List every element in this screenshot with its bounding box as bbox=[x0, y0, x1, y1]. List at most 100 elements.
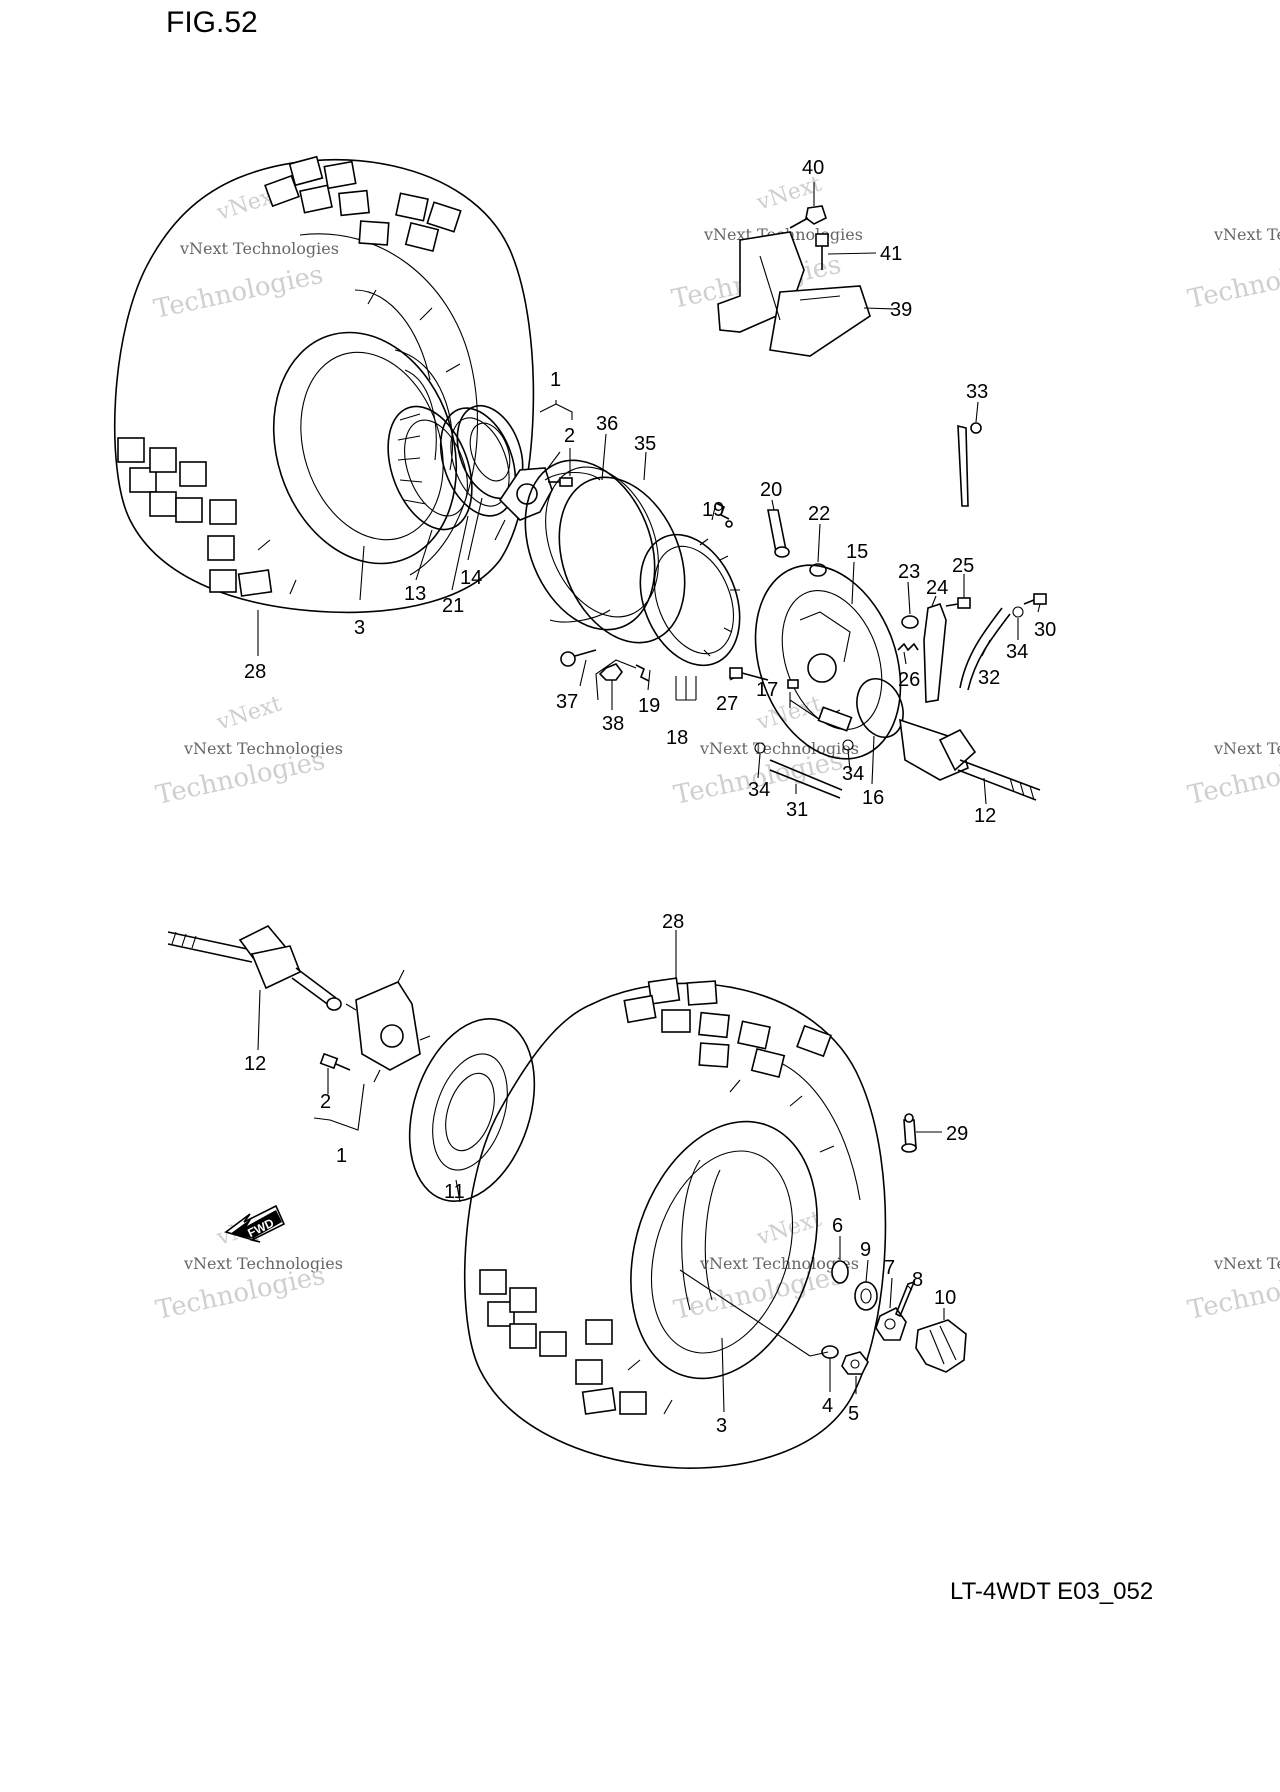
part-30-bolt bbox=[1023, 593, 1047, 605]
callout-9: 9 bbox=[860, 1239, 871, 1261]
callout-40: 40 bbox=[802, 157, 824, 179]
callout-28-upper: 28 bbox=[244, 661, 266, 683]
part-18-brake-shoes bbox=[639, 533, 741, 667]
callout-24: 24 bbox=[926, 577, 948, 599]
watermark-line2: vNext Technologies bbox=[183, 1254, 343, 1273]
watermark: vNext vNext Technologies Technologies bbox=[153, 692, 343, 811]
watermark-line3: Technologies bbox=[1185, 250, 1280, 315]
callout-25: 25 bbox=[952, 555, 974, 577]
callout-17: 17 bbox=[756, 679, 778, 701]
part-26-spring bbox=[897, 642, 919, 652]
callout-15: 15 bbox=[846, 541, 868, 563]
watermark-line2: vNext Technologies bbox=[1213, 739, 1280, 758]
part-23-washer bbox=[901, 615, 919, 629]
part-3-wheel-rim-upper bbox=[272, 331, 458, 565]
callout-41: 41 bbox=[880, 243, 902, 265]
callout-38: 38 bbox=[602, 713, 624, 735]
callout-2-lower: 2 bbox=[320, 1091, 331, 1113]
callout-35: 35 bbox=[634, 433, 656, 455]
callout-34-right: 34 bbox=[1006, 641, 1028, 663]
watermark-line2: vNext Technologies bbox=[699, 1254, 859, 1273]
watermark-line2: vNext Technologies bbox=[1213, 225, 1280, 244]
callout-6: 6 bbox=[832, 1215, 843, 1237]
watermark-line1: vNext bbox=[753, 1207, 825, 1252]
part-37-bolt bbox=[560, 649, 597, 667]
watermark-line2: vNext Technologies bbox=[183, 739, 343, 758]
part-6-washer bbox=[831, 1260, 849, 1284]
drawing-code: LT-4WDT E03_052 bbox=[950, 1578, 1154, 1605]
callout-34-mid: 34 bbox=[842, 763, 864, 785]
part-25-bolt bbox=[945, 597, 971, 609]
callout-3-upper: 3 bbox=[354, 617, 365, 639]
part-19-spring-lower bbox=[635, 664, 650, 682]
part-2-bolt-upper bbox=[548, 477, 573, 487]
callout-1-lower: 1 bbox=[336, 1145, 347, 1167]
part-5-nut bbox=[841, 1351, 869, 1375]
part-27-bolt bbox=[729, 667, 769, 681]
figure-title: FIG.52 bbox=[166, 6, 258, 39]
part-17-bolt bbox=[787, 679, 799, 689]
callout-22: 22 bbox=[808, 503, 830, 525]
part-1-hub-lower bbox=[345, 969, 431, 1083]
part-40-bolt bbox=[789, 205, 827, 229]
watermark-line2: vNext Technologies bbox=[1213, 1254, 1280, 1273]
callout-7: 7 bbox=[884, 1257, 895, 1279]
part-33-cable-tie bbox=[957, 422, 982, 507]
part-39-bracket bbox=[717, 231, 871, 357]
tread-blocks bbox=[117, 155, 462, 597]
watermark-line2: vNext Technologies bbox=[179, 239, 339, 258]
callout-13: 13 bbox=[404, 583, 426, 605]
part-21-seal bbox=[439, 407, 517, 517]
callout-33: 33 bbox=[966, 381, 988, 403]
part-12-shaft-upper bbox=[899, 718, 1041, 801]
part-2-bolt-lower bbox=[319, 1052, 351, 1071]
callout-16: 16 bbox=[862, 787, 884, 809]
part-16-seal bbox=[856, 678, 904, 738]
part-28-tire-lower bbox=[463, 977, 887, 1469]
callout-37: 37 bbox=[556, 691, 578, 713]
callout-2-upper: 2 bbox=[564, 425, 575, 447]
tread-blocks-lower bbox=[479, 977, 832, 1415]
callout-31: 31 bbox=[786, 799, 808, 821]
watermark-line1: vNext bbox=[213, 692, 285, 737]
callout-5: 5 bbox=[848, 1403, 859, 1425]
part-31-hose bbox=[769, 759, 843, 799]
callout-12-upper: 12 bbox=[974, 805, 996, 827]
part-9-washer bbox=[854, 1281, 878, 1311]
watermark-line2: vNext Technologies bbox=[699, 739, 859, 758]
callout-18: 18 bbox=[666, 727, 688, 749]
callout-14: 14 bbox=[460, 567, 482, 589]
part-1-hub-upper bbox=[494, 451, 561, 541]
part-28-tire-upper bbox=[113, 155, 535, 614]
part-4-washer bbox=[821, 1345, 839, 1359]
callout-3-lower: 3 bbox=[716, 1415, 727, 1437]
callout-4: 4 bbox=[822, 1395, 833, 1417]
part-24-brake-arm bbox=[923, 602, 947, 703]
part-34-clamp-left bbox=[754, 742, 766, 754]
callout-29: 29 bbox=[946, 1123, 968, 1145]
part-3-wheel-rim-lower bbox=[630, 1120, 818, 1380]
callout-32: 32 bbox=[978, 667, 1000, 689]
callout-8: 8 bbox=[912, 1269, 923, 1291]
part-41-bolt bbox=[815, 233, 829, 270]
callout-21: 21 bbox=[442, 595, 464, 617]
part-10-cap bbox=[915, 1319, 967, 1373]
watermark: vNext Technologies Technologies bbox=[1185, 739, 1280, 811]
callout-34-left: 34 bbox=[748, 779, 770, 801]
callout-27: 27 bbox=[716, 693, 738, 715]
callout-12-lower: 12 bbox=[244, 1053, 266, 1075]
callout-23: 23 bbox=[898, 561, 920, 583]
leader-lines bbox=[257, 182, 1041, 1413]
watermark: vNext Technologies Technologies bbox=[1185, 225, 1280, 315]
callout-19-lower: 19 bbox=[638, 695, 660, 717]
part-29-valve bbox=[901, 1113, 917, 1153]
callout-20: 20 bbox=[760, 479, 782, 501]
part-15-brake-panel bbox=[754, 564, 902, 760]
watermark: vNext vNext Technologies Technologies bbox=[671, 1207, 859, 1326]
callout-30: 30 bbox=[1034, 619, 1056, 641]
part-13-hub-ring bbox=[387, 405, 473, 531]
watermark: vNext Technologies Technologies bbox=[1185, 1254, 1280, 1326]
part-8-cotter-pin bbox=[894, 1280, 916, 1318]
part-35-drum-ring bbox=[558, 476, 686, 644]
